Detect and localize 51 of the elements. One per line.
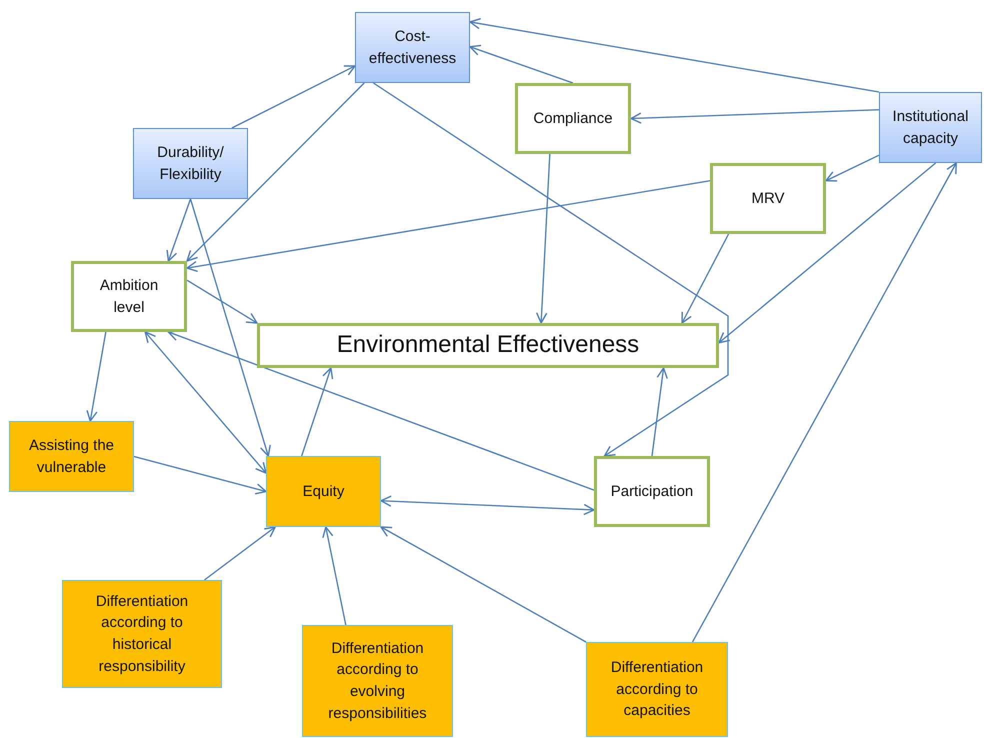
concept-box <box>879 92 982 163</box>
arrow <box>630 109 880 124</box>
box-label: Ambition level <box>98 276 160 318</box>
box-label: Differentiation according to evolving responsibilities <box>327 638 428 724</box>
arrow <box>186 280 258 324</box>
arrow <box>186 82 365 262</box>
concept-box <box>710 163 826 234</box>
arrow <box>536 154 550 324</box>
arrow <box>322 526 346 626</box>
arrow <box>681 234 730 324</box>
concept-box <box>586 642 728 737</box>
arrow <box>469 44 574 84</box>
arrow <box>204 526 276 581</box>
arrow <box>186 180 710 272</box>
arrow <box>232 65 356 129</box>
arrow <box>301 367 334 456</box>
arrow <box>469 18 880 93</box>
arrow <box>166 198 192 262</box>
box-label: MRV <box>751 188 785 209</box>
arrow <box>190 198 271 457</box>
arrow <box>718 162 936 344</box>
concept-box <box>266 456 381 527</box>
arrow <box>692 162 957 642</box>
box-label: Durability/ Flexibility <box>156 142 225 184</box>
box-label: Cost-effectiveness <box>368 26 458 68</box>
arrow <box>86 332 106 422</box>
box-label: Differentiation according to historical responsibility <box>94 592 190 677</box>
arrow <box>144 331 267 474</box>
arrow <box>168 330 594 491</box>
box-label: Assisting the vulnerable <box>28 436 116 478</box>
concept-box <box>71 261 187 332</box>
concept-box <box>594 456 710 527</box>
concept-box <box>355 12 470 83</box>
concept-box <box>257 323 719 368</box>
arrow <box>380 495 595 516</box>
box-label: Environmental Effectiveness <box>336 330 640 360</box>
box-label: Equity <box>302 482 344 502</box>
arrow <box>134 456 267 494</box>
concept-box <box>515 83 631 154</box>
box-label: Compliance <box>533 108 613 129</box>
box-label: Institutional capacity <box>892 106 970 148</box>
box-label: Participation <box>610 482 694 502</box>
box-label: Differentiation according to capacities <box>610 658 704 722</box>
concept-box <box>133 128 248 199</box>
arrow <box>373 82 729 457</box>
arrow <box>651 367 668 456</box>
concept-box <box>9 421 134 492</box>
concept-box <box>302 625 453 737</box>
arrow <box>380 526 586 643</box>
arrow <box>825 154 880 182</box>
concept-box <box>62 580 222 688</box>
